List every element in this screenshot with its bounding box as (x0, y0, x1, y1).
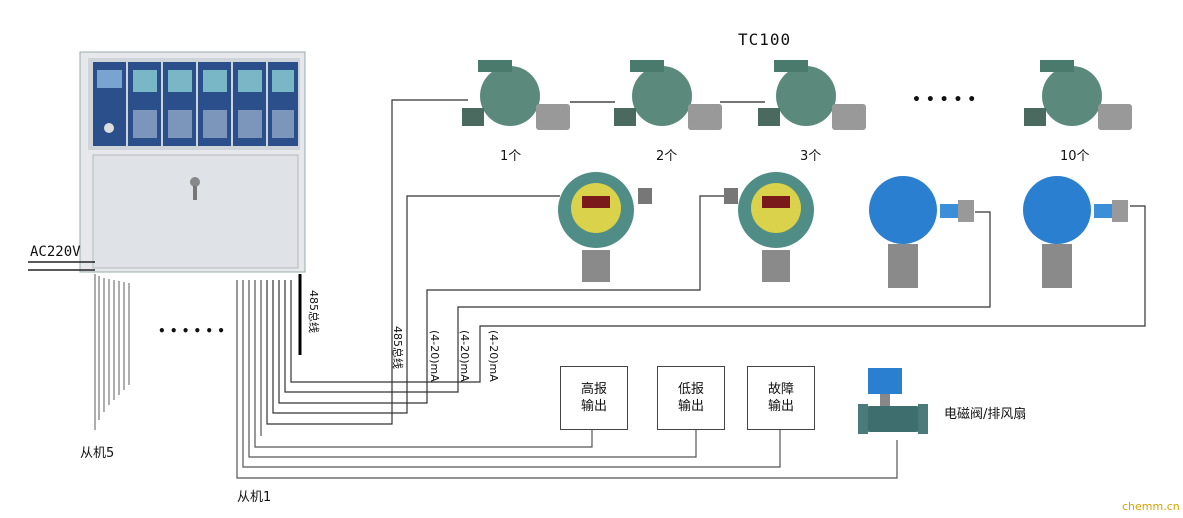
output-fault-line2: 输出 (767, 399, 794, 414)
signal-label-2: (4-20)mA (458, 330, 471, 382)
detector-label-3: 3个 (800, 149, 822, 164)
signal-label-1: (4-20)mA (428, 330, 441, 382)
valve-label: 电磁阀/排风扇 (944, 407, 1027, 422)
output-high-line1: 高报 (580, 382, 607, 397)
solenoid-valve-icon (858, 368, 928, 434)
bus-label-mid: 485总线 (391, 326, 404, 369)
signal-label-3: (4-20)mA (487, 330, 500, 382)
output-box-low: 低报 输出 (657, 366, 725, 430)
controller-modules (93, 62, 298, 146)
detector-display-2 (724, 172, 814, 282)
signal-wires (266, 99, 1146, 425)
ellipsis-bottom: • • • • • • (158, 324, 225, 338)
ellipsis-top: • • • • • (912, 92, 977, 108)
slave1-wires (236, 280, 898, 479)
detector-blue-1 (869, 176, 974, 288)
detector-label-2: 2个 (656, 149, 678, 164)
output-box-fault: 故障 输出 (747, 366, 815, 430)
detector-top-10 (1024, 60, 1132, 130)
slave1-label: 从机1 (237, 490, 272, 505)
slave5-wires (94, 274, 130, 430)
controller-cabinet (79, 51, 306, 273)
output-high-line2: 输出 (580, 399, 607, 414)
detector-top-1 (462, 60, 570, 130)
output-low-line2: 输出 (677, 399, 704, 414)
output-low-line1: 低报 (677, 382, 704, 397)
detector-label-10: 10个 (1060, 149, 1090, 164)
slave5-label: 从机5 (80, 446, 115, 461)
output-fault-line1: 故障 (767, 382, 794, 397)
watermark: chemm.cn (1122, 500, 1180, 513)
cabinet-door (92, 154, 299, 269)
detector-top-3 (758, 60, 866, 130)
detector-top-2 (614, 60, 722, 130)
bus-label-right: 485总线 (307, 290, 320, 333)
detector-blue-2 (1023, 176, 1128, 288)
detector-display-1 (558, 172, 652, 282)
detector-label-1: 1个 (500, 149, 522, 164)
power-input-wires (28, 261, 95, 271)
title-label: TC100 (738, 30, 792, 49)
lock-icon (190, 177, 200, 187)
power-label: AC220V (30, 244, 81, 260)
output-box-high: 高报 输出 (560, 366, 628, 430)
